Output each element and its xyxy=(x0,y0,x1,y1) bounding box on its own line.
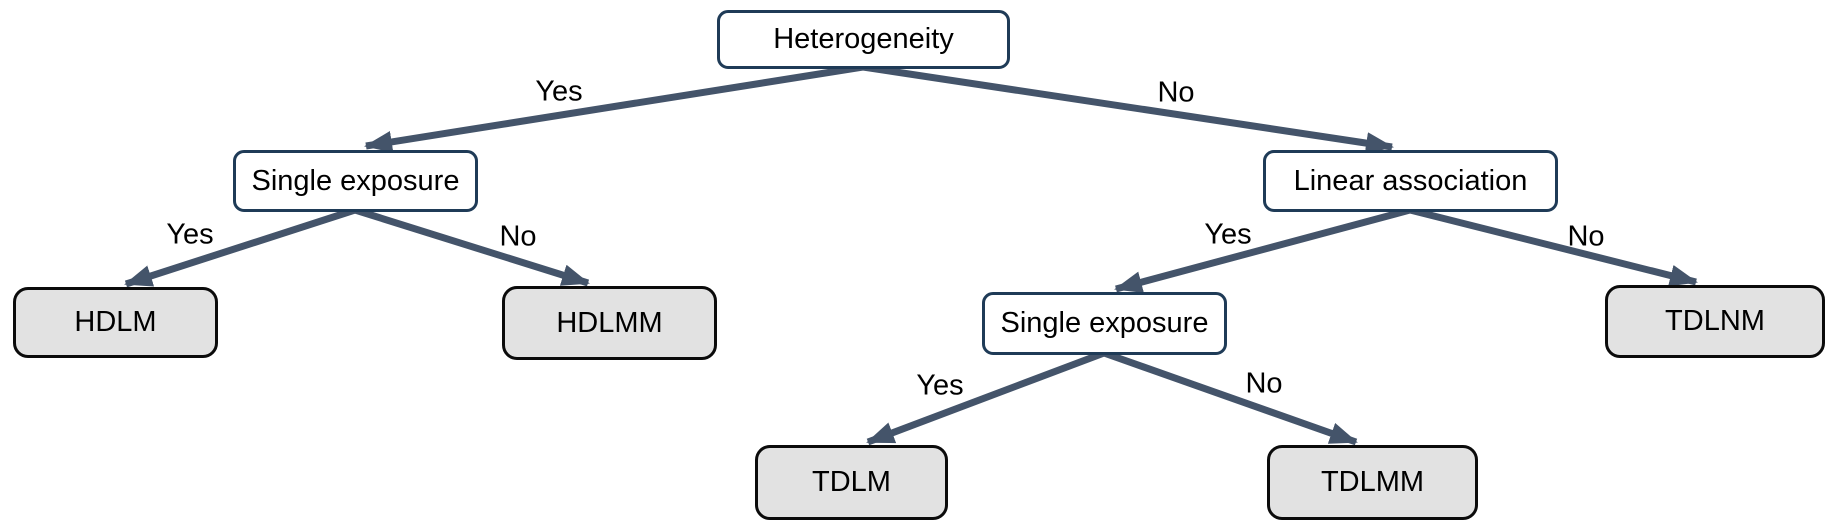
node-tdlnm: TDLNM xyxy=(1605,285,1825,358)
edge-label-linear-association-no: No xyxy=(1567,220,1605,253)
node-single-exposure-left: Single exposure xyxy=(233,150,478,212)
edge-label-linear-association-yes: Yes xyxy=(1204,218,1252,251)
edge-label-single-exposure-left-yes: Yes xyxy=(166,218,214,251)
node-hdlmm: HDLMM xyxy=(502,286,717,360)
edge-label-single-exposure-left-no: No xyxy=(499,220,537,253)
edge-linear-association-yes xyxy=(1114,206,1411,293)
node-tdlnm-label: TDLNM xyxy=(1665,305,1765,337)
node-linear-association-label: Linear association xyxy=(1293,164,1528,197)
node-single-exposure-right-label: Single exposure xyxy=(1000,307,1209,339)
node-heterogeneity-label: Heterogeneity xyxy=(773,23,954,55)
edge-heterogeneity-no xyxy=(862,63,1394,154)
edge-single-exposure-left-yes xyxy=(124,206,357,288)
edge-linear-association-no xyxy=(1409,206,1698,287)
edge-single-exposure-right-no xyxy=(1102,349,1358,446)
edge-single-exposure-left-no xyxy=(353,206,590,287)
node-tdlmm: TDLMM xyxy=(1267,445,1478,520)
node-single-exposure-right: Single exposure xyxy=(982,292,1227,355)
node-hdlm: HDLM xyxy=(13,287,218,358)
edge-label-heterogeneity-yes: Yes xyxy=(535,75,583,108)
edge-single-exposure-right-yes xyxy=(866,349,1106,446)
node-hdlmm-label: HDLMM xyxy=(556,306,663,339)
node-linear-association: Linear association xyxy=(1263,150,1558,212)
node-tdlm-label: TDLM xyxy=(812,466,891,498)
edge-label-single-exposure-right-yes: Yes xyxy=(916,369,964,402)
node-heterogeneity: Heterogeneity xyxy=(717,10,1010,69)
node-single-exposure-left-label: Single exposure xyxy=(251,164,460,197)
edge-label-heterogeneity-no: No xyxy=(1157,76,1195,109)
node-tdlm: TDLM xyxy=(755,445,948,520)
node-tdlmm-label: TDLMM xyxy=(1320,466,1425,498)
edge-label-single-exposure-right-no: No xyxy=(1245,367,1283,400)
node-hdlm-label: HDLM xyxy=(74,306,157,338)
edge-heterogeneity-yes xyxy=(364,63,864,153)
